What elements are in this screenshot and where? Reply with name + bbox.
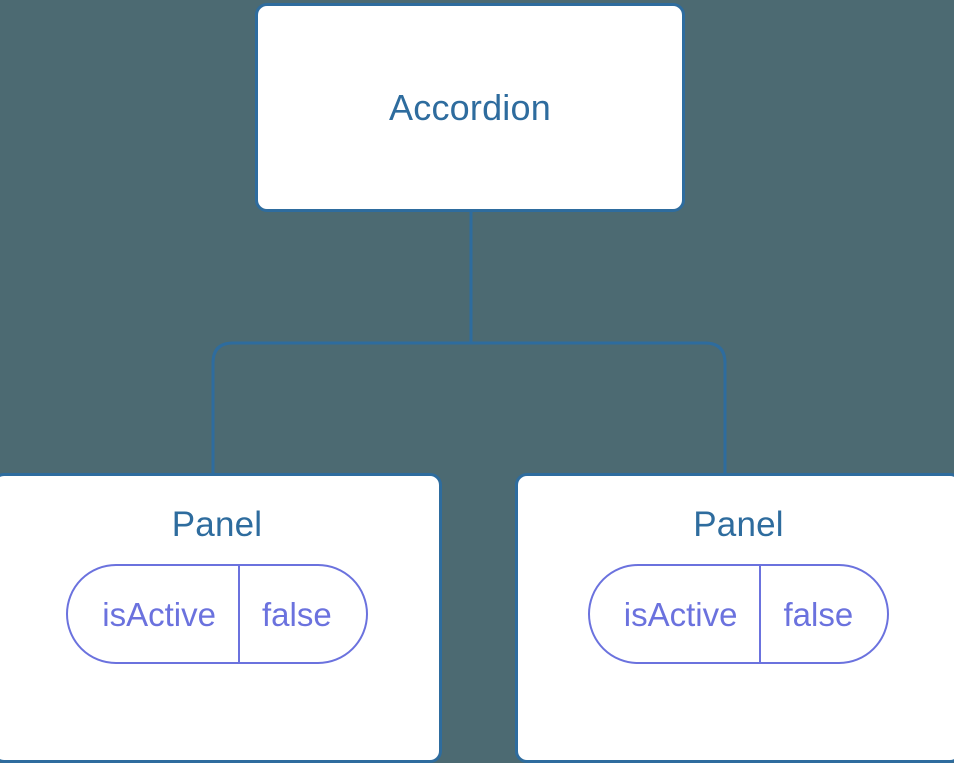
state-key-panel-1: isActive [102, 595, 216, 633]
node-title-panel-2: Panel [693, 505, 784, 544]
state-value-panel-2: false [759, 566, 887, 662]
diagram-canvas: Accordion Panel isActive false Panel isA… [0, 3, 954, 763]
state-value-panel-1: false [237, 566, 366, 662]
state-pill-panel-1[interactable]: isActive false [66, 564, 368, 664]
node-panel-2[interactable]: Panel isActive false [515, 473, 954, 763]
node-panel-1[interactable]: Panel isActive false [0, 473, 442, 763]
connector-branch-left [211, 341, 471, 476]
node-accordion[interactable]: Accordion [255, 3, 685, 212]
node-title-accordion: Accordion [389, 86, 551, 128]
state-pill-panel-2[interactable]: isActive false [587, 564, 890, 664]
connector-branch-right [471, 341, 727, 476]
state-key-panel-2: isActive [623, 595, 738, 633]
node-title-panel-1: Panel [171, 505, 263, 544]
